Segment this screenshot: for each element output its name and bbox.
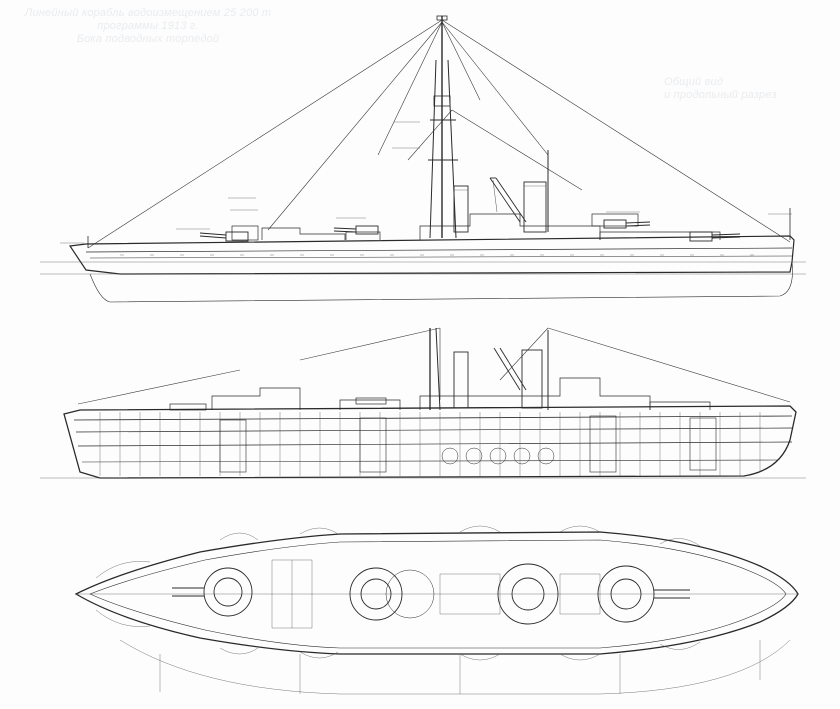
view-caption-line-1: Общий вид <box>664 76 724 88</box>
rigging-lines <box>87 19 791 249</box>
superstructure <box>231 213 721 241</box>
main-turrets <box>199 219 741 242</box>
longitudinal-section-view <box>40 327 806 479</box>
section-rigging <box>77 327 791 405</box>
profile-annotations <box>60 121 792 244</box>
profile-hull <box>40 208 806 303</box>
barbettes <box>219 415 717 473</box>
boat-crane <box>489 177 527 223</box>
tripod-mast <box>428 15 458 239</box>
title-line-3: Бока подводных торпедой <box>76 33 220 45</box>
section-hull <box>40 405 806 479</box>
plan-turrets <box>172 563 690 625</box>
frame-bulkheads <box>99 412 761 476</box>
title-caption: Линейный корабль водоизмещением 25 200 т… <box>18 7 278 46</box>
deck-plan-view <box>74 525 799 695</box>
outboard-profile-view <box>40 15 806 303</box>
section-masts <box>429 327 549 411</box>
plan-hull <box>74 531 799 695</box>
section-superstructure <box>169 377 711 411</box>
view-caption: Общий вид и продольный разрез <box>664 76 804 102</box>
boilers <box>441 447 555 465</box>
title-line-1: Линейный корабль водоизмещением 25 200 т <box>24 7 272 19</box>
plan-deck-fittings <box>95 525 701 661</box>
funnels <box>453 150 549 233</box>
view-caption-line-2: и продольный разрез <box>664 89 777 101</box>
title-line-2: программы 1913 г. <box>97 20 199 32</box>
